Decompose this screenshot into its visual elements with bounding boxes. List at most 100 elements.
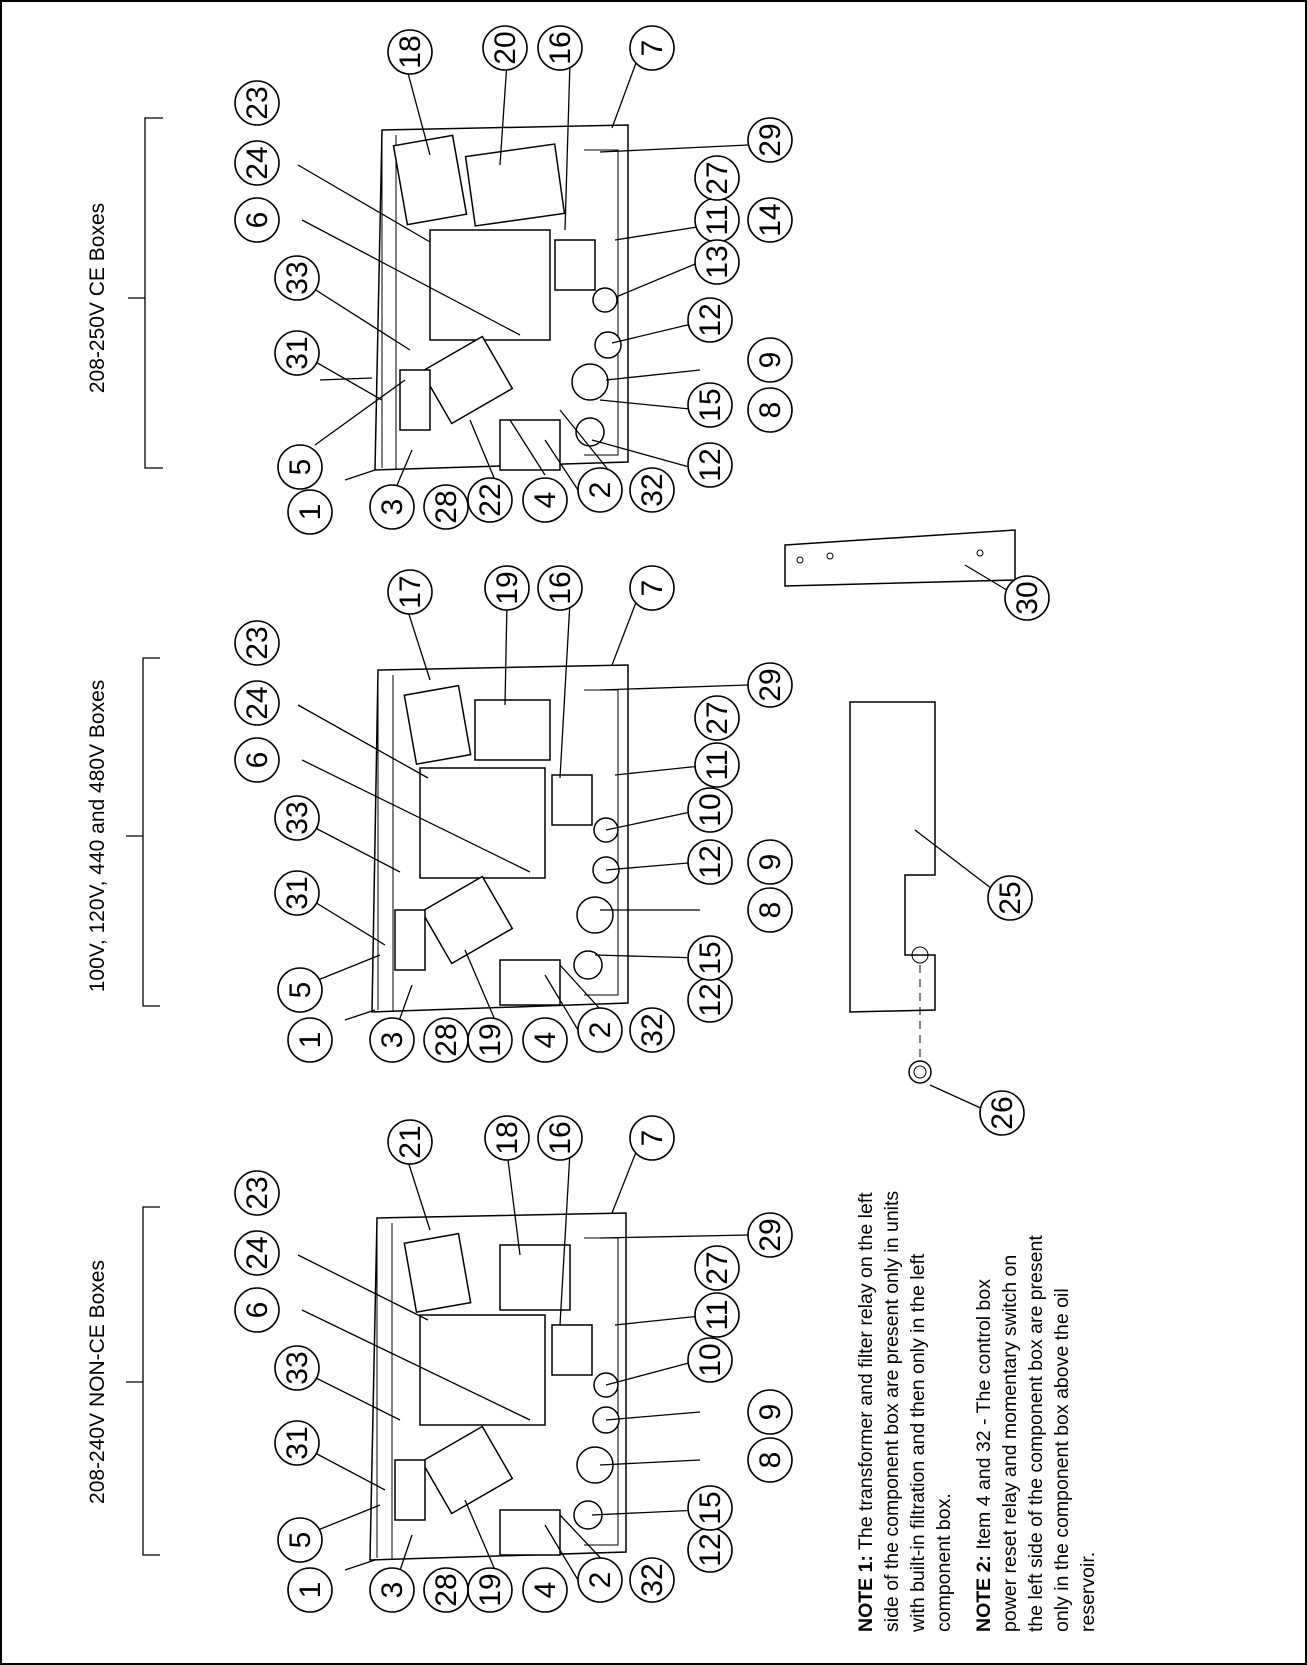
group-title-ce: 208-250V CE Boxes xyxy=(86,203,109,393)
svg-text:33: 33 xyxy=(281,1351,314,1384)
callout-29: 29 xyxy=(747,1212,793,1258)
callout-9: 9 xyxy=(747,1389,793,1435)
svg-text:3: 3 xyxy=(376,1032,409,1049)
callout-15: 15 xyxy=(687,1485,733,1531)
svg-text:9: 9 xyxy=(754,1404,787,1421)
svg-text:12: 12 xyxy=(694,448,727,481)
svg-text:8: 8 xyxy=(754,1452,787,1469)
svg-text:4: 4 xyxy=(529,1582,562,1599)
callout-3: 3 xyxy=(369,484,415,530)
callout-9: 9 xyxy=(747,337,793,383)
svg-text:7: 7 xyxy=(636,1130,669,1147)
svg-text:7: 7 xyxy=(636,580,669,597)
component-box-mid xyxy=(371,664,629,1013)
callout-24: 24 xyxy=(234,140,280,186)
callout-32: 32 xyxy=(629,467,675,513)
callout-5: 5 xyxy=(277,1517,323,1563)
svg-text:32: 32 xyxy=(636,1013,669,1046)
callout-23: 23 xyxy=(234,1170,280,1216)
callout-27: 27 xyxy=(694,1245,740,1291)
callout-11: 11 xyxy=(694,1292,740,1338)
svg-text:12: 12 xyxy=(694,845,727,878)
fitting-part-26 xyxy=(908,1060,932,1084)
svg-text:29: 29 xyxy=(754,668,787,701)
callout-22: 22 xyxy=(467,477,513,523)
svg-text:5: 5 xyxy=(284,459,317,476)
callout-12a: 12 xyxy=(687,297,733,343)
callouts-mid: 1 2 3 4 5 6 7 8 9 10 11 12 12 15 16 17 1… xyxy=(234,565,793,1063)
note-1-line-2: side of the component box are present on… xyxy=(881,1191,903,1632)
svg-text:8: 8 xyxy=(754,902,787,919)
component-box-ce xyxy=(374,124,629,471)
svg-text:16: 16 xyxy=(544,571,577,604)
svg-text:11: 11 xyxy=(701,749,734,780)
note-2-line-4: only in the component box above the oil xyxy=(1051,1288,1073,1632)
svg-text:28: 28 xyxy=(430,1573,463,1606)
svg-text:27: 27 xyxy=(701,161,734,194)
svg-text:7: 7 xyxy=(636,40,669,57)
note-2-line-5: reservoir. xyxy=(1077,1552,1099,1632)
callout-33: 33 xyxy=(274,1345,320,1391)
svg-text:19: 19 xyxy=(474,1573,507,1606)
callout-25: 25 xyxy=(987,875,1033,921)
svg-text:11: 11 xyxy=(701,1299,734,1330)
svg-text:1: 1 xyxy=(294,1032,327,1049)
svg-text:24: 24 xyxy=(241,146,274,179)
callout-33: 33 xyxy=(274,255,320,301)
svg-text:19: 19 xyxy=(491,571,524,604)
callout-20: 20 xyxy=(482,25,528,71)
svg-text:2: 2 xyxy=(584,1022,617,1039)
svg-text:31: 31 xyxy=(281,876,314,909)
callout-32: 32 xyxy=(629,1557,675,1603)
svg-text:4: 4 xyxy=(529,1032,562,1049)
callout-8: 8 xyxy=(747,1437,793,1483)
svg-text:12: 12 xyxy=(694,983,727,1016)
callouts-nonce: 1 2 3 4 5 6 7 8 9 10 11 12 15 16 18 19 2… xyxy=(234,1115,793,1613)
svg-text:24: 24 xyxy=(241,686,274,719)
callout-16: 16 xyxy=(537,25,583,71)
callout-4: 4 xyxy=(522,1017,568,1063)
callout-2: 2 xyxy=(577,1007,623,1053)
callout-6: 6 xyxy=(234,737,280,783)
svg-text:15: 15 xyxy=(694,388,727,421)
callout-1: 1 xyxy=(287,1017,333,1063)
callout-8: 8 xyxy=(747,887,793,933)
svg-text:15: 15 xyxy=(694,941,727,974)
svg-text:1: 1 xyxy=(294,504,327,521)
callout-3: 3 xyxy=(369,1017,415,1063)
svg-text:17: 17 xyxy=(394,575,427,608)
note-2-line-1: NOTE 2: Item 4 and 32 - The control box xyxy=(973,1279,995,1632)
callout-18: 18 xyxy=(484,1115,530,1161)
svg-text:33: 33 xyxy=(281,261,314,294)
group-bracket-nonce xyxy=(126,1206,160,1556)
callout-29: 29 xyxy=(747,662,793,708)
svg-text:25: 25 xyxy=(994,881,1027,914)
callout-19b: 19 xyxy=(467,1017,513,1063)
svg-text:8: 8 xyxy=(754,402,787,419)
callouts-ce: 1 2 3 4 5 6 7 8 9 11 12 12 13 14 15 16 1… xyxy=(234,25,793,535)
note-2-line-2: power reset relay and momentary switch o… xyxy=(999,1255,1021,1632)
svg-text:19: 19 xyxy=(474,1023,507,1056)
callout-17: 17 xyxy=(387,569,433,615)
callout-6: 6 xyxy=(234,1287,280,1333)
note-2-line-3: the left side of the component box are p… xyxy=(1025,1235,1047,1632)
callout-1: 1 xyxy=(287,489,333,535)
group-title-nonce: 208-240V NON-CE Boxes xyxy=(86,1260,109,1504)
svg-text:27: 27 xyxy=(701,1251,734,1284)
callout-10: 10 xyxy=(687,1337,733,1383)
svg-text:2: 2 xyxy=(584,1572,617,1589)
callouts-extras: 25 26 30 xyxy=(979,575,1050,1136)
svg-text:31: 31 xyxy=(281,1426,314,1459)
callout-11: 11 xyxy=(694,742,740,788)
callout-31: 31 xyxy=(274,330,320,376)
group-bracket-mid xyxy=(126,657,160,1007)
svg-text:16: 16 xyxy=(544,31,577,64)
svg-text:31: 31 xyxy=(281,336,314,369)
leader-lines xyxy=(297,51,1016,1586)
svg-text:32: 32 xyxy=(636,473,669,506)
callout-16: 16 xyxy=(537,565,583,611)
group-title-mid: 100V, 120V, 440 and 480V Boxes xyxy=(86,680,109,993)
svg-text:28: 28 xyxy=(430,490,463,523)
svg-text:18: 18 xyxy=(491,1121,524,1154)
